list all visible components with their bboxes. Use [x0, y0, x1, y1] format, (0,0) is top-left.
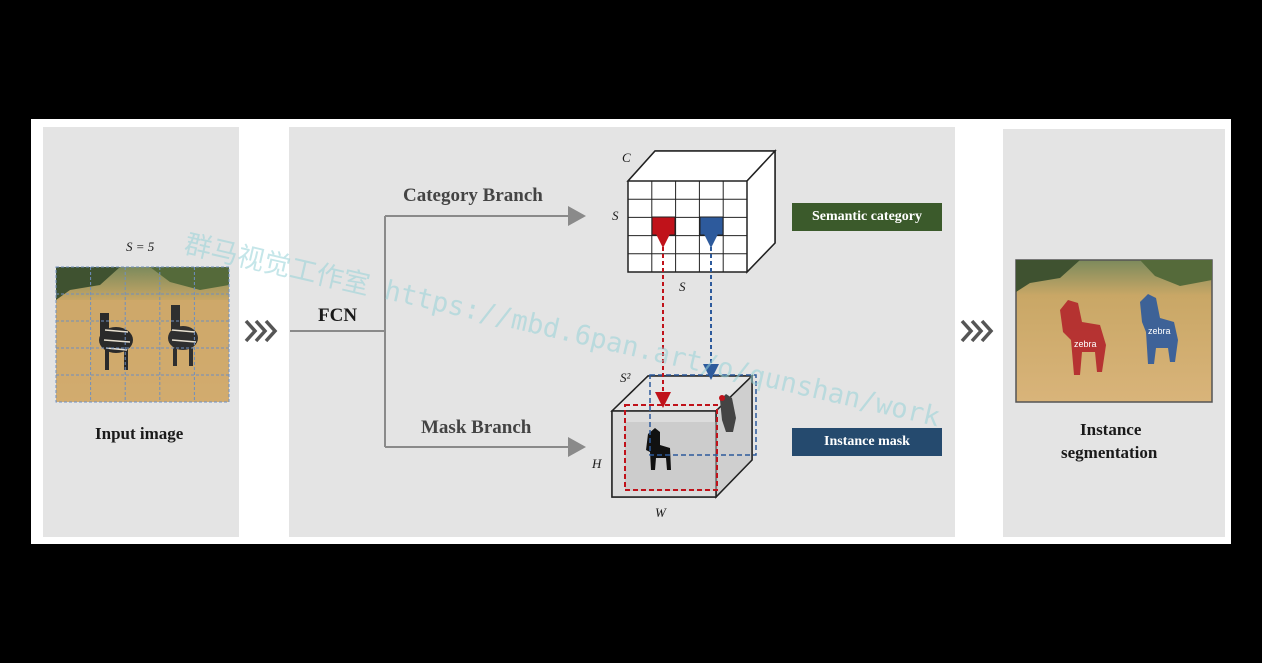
cube-s-bottom-label: S — [679, 279, 686, 294]
output-caption-line1: Instance — [1080, 420, 1142, 439]
cube-s2-label: S² — [620, 370, 631, 385]
mask-cube — [610, 374, 757, 499]
grid-size-label: S = 5 — [126, 239, 155, 254]
chevrons-right — [960, 319, 994, 343]
zebra-label-right: zebra — [1148, 326, 1171, 336]
chevrons-left — [244, 319, 278, 343]
cube-h-label: H — [592, 456, 602, 471]
cube-s-left-label: S — [612, 208, 619, 223]
branch-lines — [290, 206, 586, 457]
red-grid-cell — [651, 216, 676, 236]
zebra-left — [99, 313, 133, 370]
output-caption-line2: segmentation — [1061, 443, 1158, 462]
instance-mask-badge: Instance mask — [792, 428, 942, 456]
semantic-category-badge: Semantic category — [792, 203, 942, 231]
input-image — [55, 266, 230, 403]
zebra-mask-silhouette — [646, 428, 671, 470]
zebra-mask-silhouette-back — [720, 394, 736, 432]
cube-c-label: C — [622, 150, 631, 165]
grid-overlay — [55, 266, 230, 403]
blue-grid-cell — [699, 216, 724, 236]
blue-zebra-mask — [1140, 294, 1178, 364]
red-zebra-mask — [1060, 300, 1106, 375]
cube-w-label: W — [655, 505, 666, 520]
output-image — [1015, 259, 1213, 403]
zebra-label-left: zebra — [1074, 339, 1097, 349]
fcn-label: FCN — [318, 305, 358, 326]
category-branch-label: Category Branch — [403, 185, 543, 206]
mask-branch-label: Mask Branch — [421, 417, 532, 438]
zebra-right — [168, 305, 198, 366]
input-image-caption: Input image — [95, 424, 184, 443]
category-cube — [626, 149, 777, 274]
